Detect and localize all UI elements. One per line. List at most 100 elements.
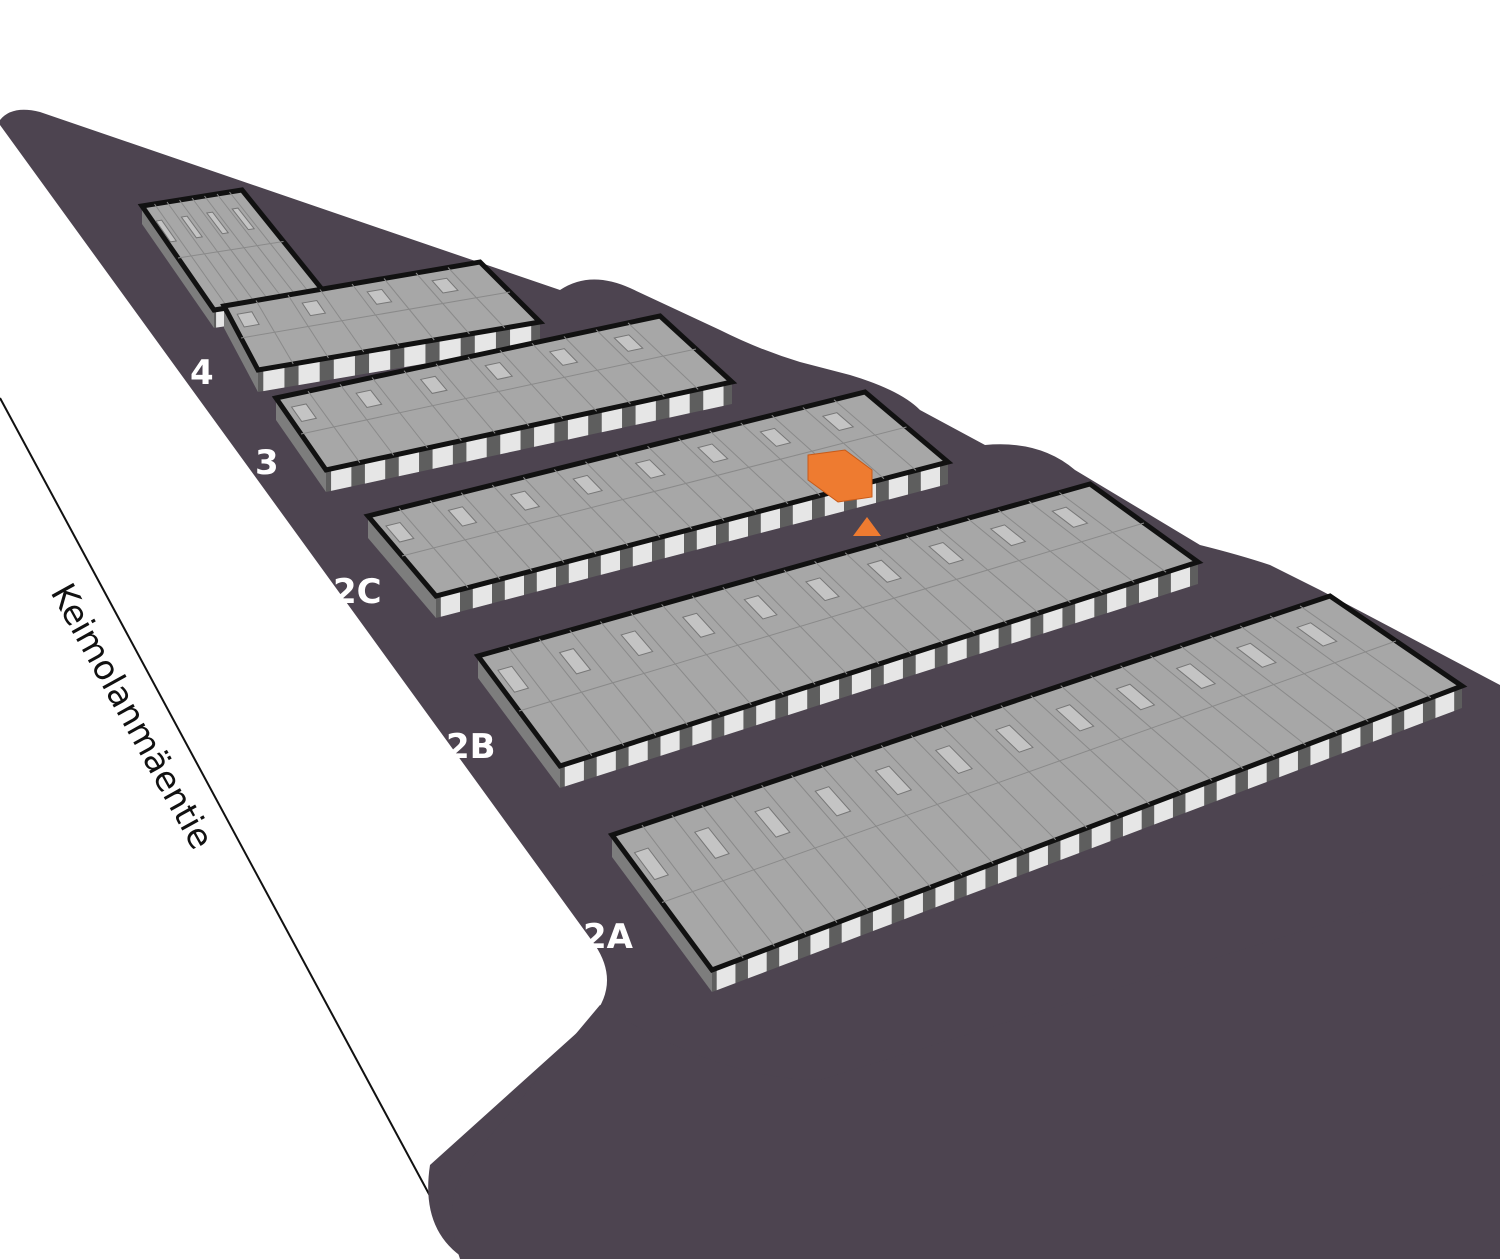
building-4-window: [216, 308, 225, 328]
building-2C-facade: [436, 462, 948, 618]
building-3-roof-hatch: [484, 361, 514, 380]
building-2C-roof-line: [401, 426, 907, 557]
building-3-window: [567, 413, 589, 440]
building-4-window: [404, 341, 426, 368]
building-3-window: [364, 457, 386, 484]
building-2A-roof-hatch: [1055, 704, 1095, 732]
building-4-roof-hatch: [155, 219, 178, 243]
building-2C-window: [536, 564, 556, 592]
building-2C-window: [920, 464, 940, 492]
building-label-3: 3: [255, 443, 279, 483]
building-2A-roof-hatch: [814, 786, 852, 817]
building-2B-roof-hatch: [497, 665, 530, 693]
building-3-window: [703, 383, 724, 411]
building-2B-roof-hatch: [928, 541, 965, 565]
building-2B-roof-hatch: [989, 524, 1027, 547]
building-2A-roof-hatch: [1296, 622, 1338, 647]
building-2C-window: [568, 556, 588, 584]
building-2A-facade: [712, 686, 1462, 992]
building-2A-roof-line: [661, 640, 1397, 903]
road-edge-line: [0, 397, 465, 1259]
building-2C-window: [728, 514, 748, 542]
building-3-window: [669, 391, 690, 418]
building-2C-roof-hatch: [385, 521, 415, 543]
building-4-window: [474, 329, 496, 356]
building-4-roof-hatch: [431, 277, 459, 294]
building-4-roof-hatch: [180, 215, 204, 239]
building-4-window: [369, 347, 391, 374]
building-3-roof-hatch: [548, 348, 579, 366]
building-2C-roof-hatch: [634, 459, 666, 479]
building-4-roof-hatch: [205, 211, 230, 235]
building-4-window: [439, 335, 461, 362]
building-2C-window: [600, 547, 620, 575]
building-2B-roof-hatch: [866, 559, 903, 583]
building-2C-roof-hatch: [572, 474, 604, 495]
building-4-roof-hatch: [231, 207, 256, 231]
building-2A-side: [612, 835, 712, 992]
building-3-roof-hatch: [355, 389, 383, 408]
building-2C-window: [664, 531, 684, 559]
building-2C-roof-hatch: [821, 412, 855, 431]
building-2B-side: [478, 656, 560, 788]
highlighted-apartment[interactable]: [807, 449, 873, 503]
building-2A-roof-hatch: [934, 745, 974, 775]
building-4-side: [142, 206, 214, 328]
building-2B-roof: [473, 481, 1204, 769]
building-2B-facade: [560, 562, 1198, 788]
building-2A-roof-hatch: [693, 827, 730, 859]
building-2C-side: [368, 516, 436, 618]
building-4-side: [224, 306, 258, 392]
building-label-2B: 2B: [446, 727, 496, 767]
building-3-window: [500, 427, 521, 455]
building-3-window: [635, 398, 656, 425]
building-label-2A: 2A: [583, 917, 634, 957]
building-3-facade: [326, 382, 732, 492]
location-marker-icon: [853, 517, 881, 536]
building-2A-roof-hatch: [994, 724, 1034, 753]
building-4-roof: [220, 259, 546, 373]
building-4-roof-hatch: [366, 288, 393, 305]
building-2C-window: [696, 522, 716, 550]
building-2B-roof-hatch: [804, 577, 840, 602]
building-2A-roof-hatch: [754, 806, 791, 838]
building-4-roof-line: [177, 241, 284, 259]
asphalt-lower: [452, 870, 1500, 1259]
road-name-label: Keimolanmäentie: [42, 577, 221, 856]
building-4-roof-hatch: [236, 311, 260, 328]
building-2B-roof-hatch: [620, 630, 654, 657]
building-4-window: [263, 365, 285, 392]
building-label-4: 4: [190, 353, 214, 393]
building-2C-roof-hatch: [697, 443, 729, 463]
building-2C-window: [504, 572, 524, 600]
building-2A-roof-hatch: [1235, 642, 1277, 668]
building-2B-roof-hatch: [681, 612, 716, 638]
building-2C-window: [792, 497, 812, 525]
building-4-facade: [258, 322, 540, 392]
building-2A-roof-hatch: [1175, 663, 1217, 690]
building-2C-window: [440, 589, 460, 617]
building-2B-roof-hatch: [558, 648, 592, 675]
building-3-window: [331, 464, 352, 491]
building-2B-roof-line: [518, 522, 1145, 712]
building-2B-roof-hatch: [1051, 506, 1089, 528]
building-3-roof-line: [300, 348, 697, 435]
building-2C-roof-hatch: [447, 506, 478, 527]
building-2A-roof-hatch: [874, 765, 913, 796]
building-3-window: [466, 435, 487, 462]
building-2C-window: [632, 539, 652, 567]
building-2A-roof-hatch: [633, 847, 670, 881]
building-label-2C: 2C: [333, 572, 382, 612]
building-3-roof-hatch: [613, 334, 644, 352]
building-2C-roof-hatch: [509, 490, 541, 511]
building-2C-window: [472, 581, 492, 609]
building-2A-roof-hatch: [1115, 683, 1156, 711]
building-3-window: [601, 405, 623, 433]
building-3-window: [398, 449, 420, 477]
building-2C-window: [888, 472, 908, 500]
building-2B-roof-hatch: [743, 595, 778, 620]
building-2C-window: [760, 505, 780, 533]
building-4-roof-hatch: [301, 300, 327, 317]
building-4-window: [333, 353, 355, 380]
